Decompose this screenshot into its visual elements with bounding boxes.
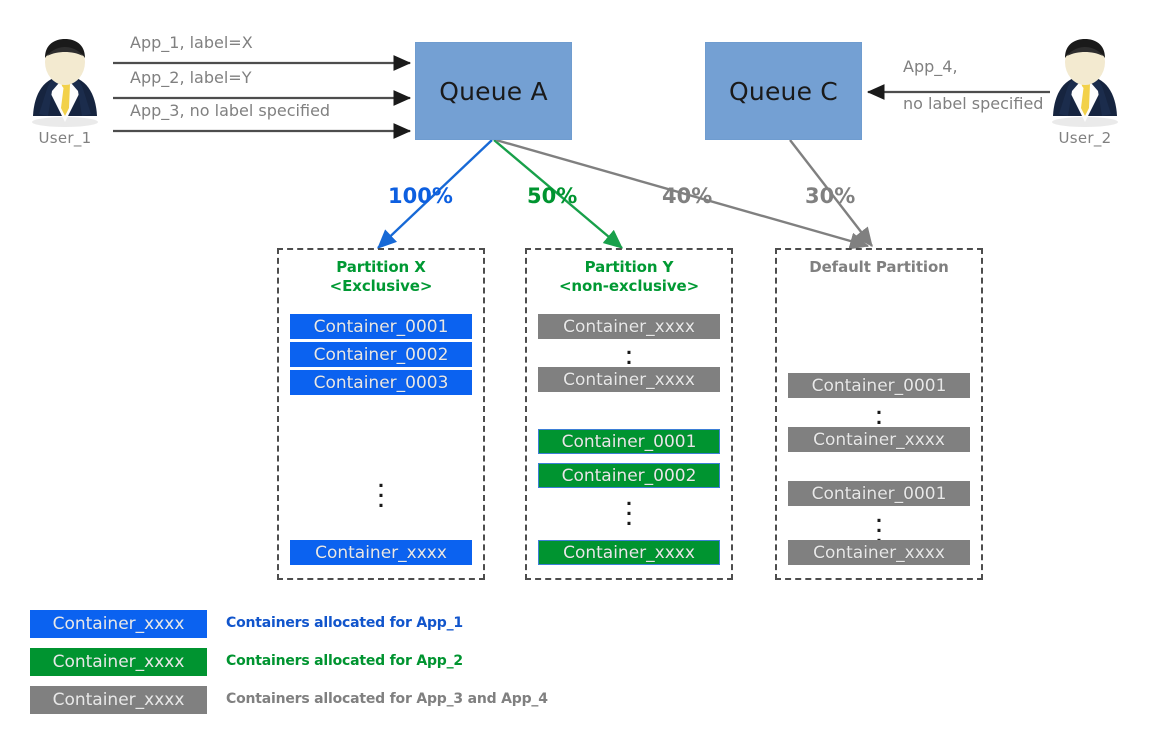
user-avatar-icon — [1042, 36, 1128, 128]
container-chip[interactable]: Container_0001 — [788, 481, 970, 506]
container-chip[interactable]: Container_xxxx — [788, 540, 970, 565]
partition-default-title-line1: Default Partition — [809, 258, 949, 276]
partition-y-title: Partition Y <non-exclusive> — [527, 258, 731, 296]
alloc-label-30: 30% — [805, 184, 856, 208]
partition-y-box[interactable]: Partition Y <non-exclusive> Container_xx… — [525, 248, 733, 580]
queue-c-box[interactable]: Queue C — [705, 42, 862, 140]
partition-y-title-line2: <non-exclusive> — [558, 277, 700, 295]
container-chip[interactable]: Container_0001 — [788, 373, 970, 398]
partition-default-title: Default Partition — [777, 258, 981, 277]
legend-chip: Container_xxxx — [30, 610, 207, 638]
alloc-label-100: 100% — [388, 184, 453, 208]
user-2: User_2 — [1042, 36, 1128, 147]
edge-label-app-4-line1: App_4, — [903, 57, 958, 76]
container-chip[interactable]: Container_xxxx — [538, 540, 720, 565]
user-1: User_1 — [22, 36, 108, 147]
legend-label: Containers allocated for App_1 — [226, 615, 463, 631]
container-chip[interactable]: Container_0001 — [538, 429, 720, 454]
edge-label-app-4-line2: no label specified — [903, 94, 1044, 113]
legend-chip: Container_xxxx — [30, 648, 207, 676]
legend-row-app2: Container_xxxx Containers allocated for … — [30, 648, 590, 676]
container-chip[interactable]: Container_xxxx — [538, 367, 720, 392]
user-2-label: User_2 — [1058, 129, 1112, 147]
legend-chip: Container_xxxx — [30, 686, 207, 714]
queue-a-box[interactable]: Queue A — [415, 42, 572, 140]
container-chip[interactable]: Container_xxxx — [788, 427, 970, 452]
user-avatar-icon — [22, 36, 108, 128]
edge-label-app-2: App_2, label=Y — [130, 68, 252, 87]
alloc-label-50: 50% — [527, 184, 578, 208]
container-chip[interactable]: Container_0002 — [290, 342, 472, 367]
legend-label: Containers allocated for App_2 — [226, 653, 463, 669]
partition-x-box[interactable]: Partition X <Exclusive> Container_0001 C… — [277, 248, 485, 580]
container-chip[interactable]: Container_0001 — [290, 314, 472, 339]
queue-a-label: Queue A — [439, 76, 548, 106]
ellipsis-icon: ... — [377, 472, 385, 512]
user-1-label: User_1 — [38, 129, 92, 147]
queue-c-label: Queue C — [729, 76, 838, 106]
container-chip[interactable]: Container_0002 — [538, 463, 720, 488]
alloc-label-40: 40% — [662, 184, 713, 208]
legend-label: Containers allocated for App_3 and App_4 — [226, 691, 548, 707]
legend-row-app34: Container_xxxx Containers allocated for … — [30, 686, 650, 714]
container-chip[interactable]: Container_0003 — [290, 370, 472, 395]
edge-label-app-1: App_1, label=X — [130, 33, 253, 52]
container-chip[interactable]: Container_xxxx — [290, 540, 472, 565]
edge-label-app-3: App_3, no label specified — [130, 101, 331, 120]
partition-default-box[interactable]: Default Partition Container_0001 ... Con… — [775, 248, 983, 580]
partition-x-title-line2: <Exclusive> — [329, 277, 433, 295]
partition-y-title-line1: Partition Y — [584, 258, 674, 276]
ellipsis-icon: ... — [625, 490, 633, 530]
partition-x-title-line1: Partition X — [336, 258, 426, 276]
legend-row-app1: Container_xxxx Containers allocated for … — [30, 610, 590, 638]
partition-x-title: Partition X <Exclusive> — [279, 258, 483, 296]
ellipsis-icon: ... — [875, 507, 883, 547]
container-chip[interactable]: Container_xxxx — [538, 314, 720, 339]
